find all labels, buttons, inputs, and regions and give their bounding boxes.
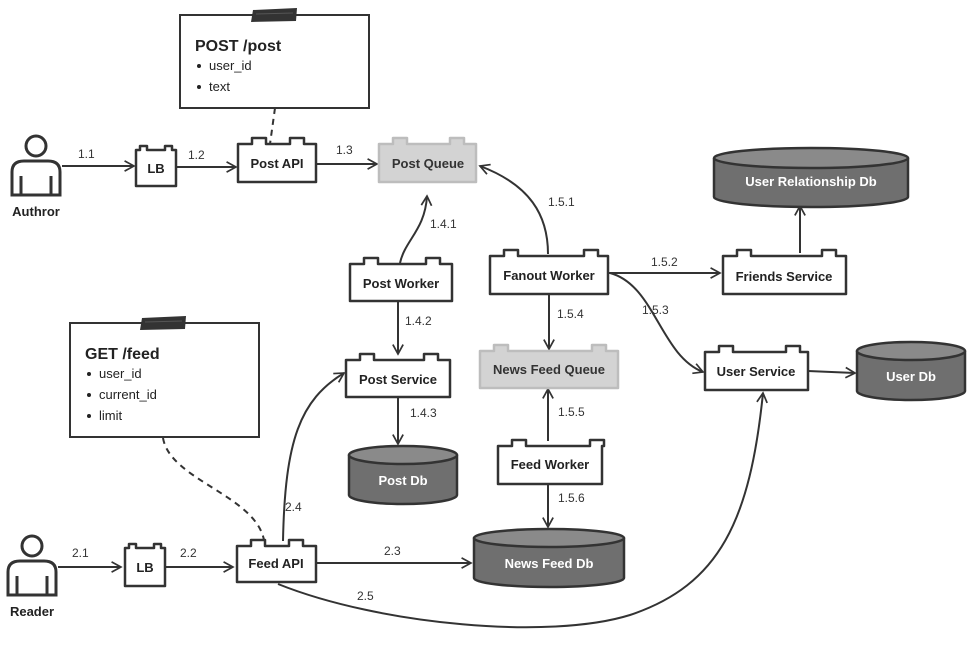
feed-api-box [235,538,318,584]
news-feed-db: News Feed Db [472,527,626,589]
post-service-label: Post Service [359,372,437,387]
edge-label-1-4-2: 1.4.2 [405,314,432,328]
lb-top-label: LB [147,161,164,176]
edge-label-2-5: 2.5 [357,589,374,603]
edge-label-1-5-5: 1.5.5 [558,405,585,419]
news-feed-queue-box [478,343,620,390]
note-connectors [162,107,276,541]
author-label: Authror [12,204,60,219]
edges [58,164,855,629]
post-worker-box [348,256,454,303]
friends-service-label: Friends Service [736,269,833,284]
edge-2-4 [282,373,344,542]
edge-1-5-3 [609,272,703,372]
edge-label-1-5-1: 1.5.1 [548,195,575,209]
feed-worker-label: Feed Worker [511,457,590,472]
edge-label-2-2: 2.2 [180,546,197,560]
user-relationship-db: User Relationship Db [712,146,910,209]
user-icon [10,134,62,197]
user-db: User Db [855,340,967,402]
post-note-item: text [209,79,230,94]
edge-label-1-4-1: 1.4.1 [430,217,457,231]
edge-label-1-5-3: 1.5.3 [642,303,669,317]
post-note-title: POST /post [195,38,282,55]
lb-bottom-box [123,542,167,588]
post-note: POST /post user_id text [179,8,370,109]
post-db-label: Post Db [378,473,427,488]
user-service-label: User Service [717,364,796,379]
post-api-label: Post API [251,156,304,171]
post-worker-label: Post Worker [363,276,439,291]
edge-1-5-1 [480,166,549,255]
feed-api-label: Feed API [248,556,303,571]
feed-note: GET /feed user_id current_id limit [69,316,260,438]
edge-2-5 [277,393,763,629]
edge-label-2-1: 2.1 [72,546,89,560]
reader-label: Reader [10,604,54,619]
edge-label-1-3: 1.3 [336,143,353,157]
news-feed-queue-label: News Feed Queue [493,362,605,377]
edge-label-1-5-4: 1.5.4 [557,307,584,321]
node-labels: LB Post API Post Queue Post Worker Post … [136,156,832,575]
edge-label-2-3: 2.3 [384,544,401,558]
fanout-worker-label: Fanout Worker [503,268,595,283]
post-api-box [236,136,318,184]
lb-bottom-label: LB [136,560,153,575]
user-service-box [703,344,810,392]
fanout-worker-box [488,248,610,296]
edge-label-1-1: 1.1 [78,147,95,161]
post-queue-label: Post Queue [392,156,464,171]
feed-note-connector [162,437,265,541]
edge-user-service-to-user-db [807,371,855,373]
feed-note-title: GET /feed [85,346,160,363]
post-note-item: user_id [209,58,252,73]
user-icon [6,534,58,597]
edge-label-1-2: 1.2 [188,148,205,162]
edge-label-2-4: 2.4 [285,500,302,514]
database-icon [712,158,910,209]
user-db-label: User Db [886,369,936,384]
lb-top-box [134,144,178,188]
edge-label-1-5-6: 1.5.6 [558,491,585,505]
post-note-connector [269,107,276,145]
database-icon [855,351,967,402]
user-relationship-db-label: User Relationship Db [745,174,877,189]
post-service-box [344,352,452,399]
database-icon [472,538,626,589]
database-icon [347,455,459,506]
feed-worker-box [496,438,606,486]
friends-service-box [721,248,848,296]
feed-note-item: user_id [99,366,142,381]
edge-label-1-4-3: 1.4.3 [410,406,437,420]
feed-note-item: limit [99,408,122,423]
reader-actor: Reader [6,534,58,619]
news-feed-db-label: News Feed Db [505,556,594,571]
edge-label-1-5-2: 1.5.2 [651,255,678,269]
post-queue-box [377,136,478,184]
edge-labels: 1.1 1.2 1.3 1.4.1 1.4.2 1.4.3 1.5.1 1.5.… [72,143,678,603]
edge-1-4-1 [399,196,427,264]
author-actor: Authror [10,134,62,219]
node-boxes [123,136,848,588]
feed-note-item: current_id [99,387,157,402]
post-db: Post Db [347,444,459,506]
